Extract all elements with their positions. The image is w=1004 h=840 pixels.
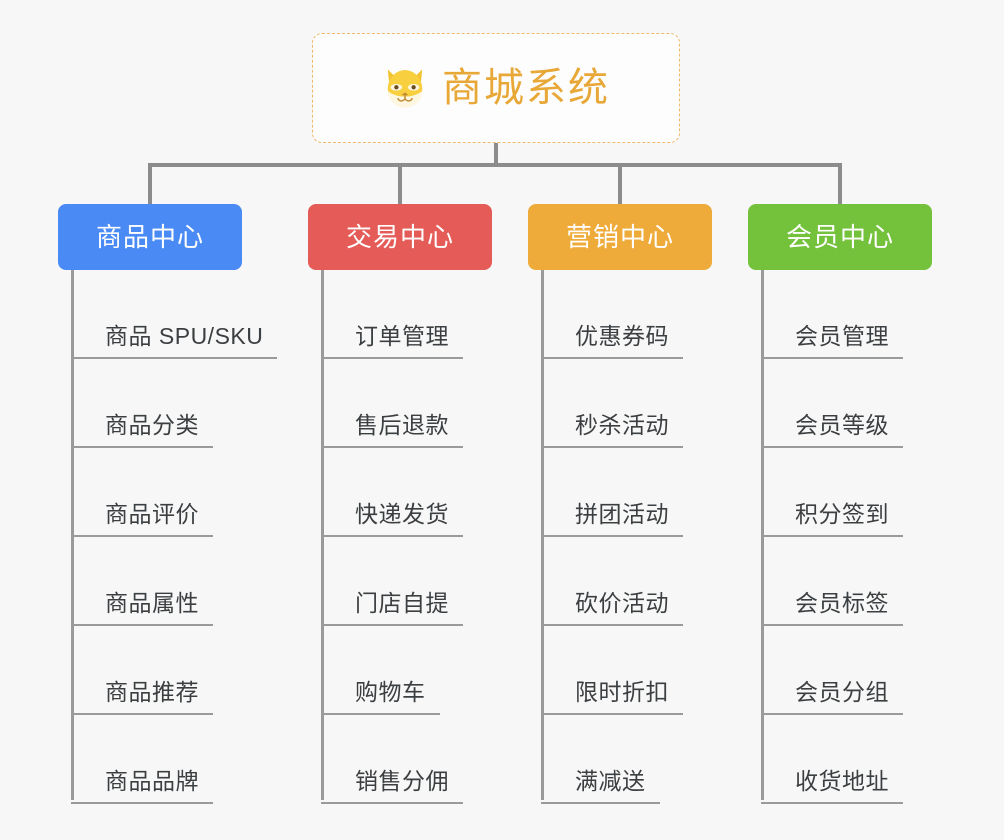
branch-items-2: 优惠券码 秒杀活动 拼团活动 砍价活动 限时折扣 满减送: [541, 270, 751, 804]
leaf-label: 商品品牌: [105, 768, 199, 795]
list-item[interactable]: 秒杀活动: [541, 359, 751, 448]
list-item[interactable]: 积分签到: [761, 448, 971, 537]
leaf-label: 商品属性: [105, 590, 199, 617]
branch-items-0: 商品 SPU/SKU 商品分类 商品评价 商品属性 商品推荐 商品品牌: [71, 270, 281, 804]
leaf-label: 会员分组: [795, 679, 889, 706]
leaf-label: 满减送: [575, 768, 646, 795]
list-item[interactable]: 会员分组: [761, 626, 971, 715]
branch-交易中心: 交易中心 订单管理 售后退款 快递发货 门店自提 购物车 销售分佣: [308, 204, 528, 804]
leaf-label: 砍价活动: [575, 590, 669, 617]
list-item[interactable]: 优惠券码: [541, 270, 751, 359]
branch-header-0[interactable]: 商品中心: [58, 204, 242, 270]
leaf-label: 收货地址: [795, 768, 889, 795]
leaf-label: 销售分佣: [355, 768, 449, 795]
branch-营销中心: 营销中心 优惠券码 秒杀活动 拼团活动 砍价活动 限时折扣 满减送: [528, 204, 748, 804]
list-item[interactable]: 商品分类: [71, 359, 281, 448]
branch-header-2[interactable]: 营销中心: [528, 204, 712, 270]
list-item[interactable]: 商品 SPU/SKU: [71, 270, 281, 359]
branch-商品中心: 商品中心 商品 SPU/SKU 商品分类 商品评价 商品属性 商品推荐 商品品牌: [58, 204, 278, 804]
leaf-label: 秒杀活动: [575, 412, 669, 439]
list-item[interactable]: 会员管理: [761, 270, 971, 359]
leaf-label: 商品推荐: [105, 679, 199, 706]
list-item[interactable]: 会员等级: [761, 359, 971, 448]
leaf-label: 会员管理: [795, 323, 889, 350]
leaf-label: 优惠券码: [575, 323, 669, 350]
leaf-label: 订单管理: [355, 323, 449, 350]
leaf-label: 门店自提: [355, 590, 449, 617]
leaf-label: 商品评价: [105, 501, 199, 528]
list-item[interactable]: 限时折扣: [541, 626, 751, 715]
leaf-label: 商品分类: [105, 412, 199, 439]
leaf-label: 售后退款: [355, 412, 449, 439]
root-node[interactable]: 商城系统: [312, 33, 680, 143]
list-item[interactable]: 商品推荐: [71, 626, 281, 715]
branch-header-1[interactable]: 交易中心: [308, 204, 492, 270]
list-item[interactable]: 订单管理: [321, 270, 531, 359]
list-item[interactable]: 门店自提: [321, 537, 531, 626]
root-title: 商城系统: [442, 66, 610, 110]
leaf-label: 会员标签: [795, 590, 889, 617]
leaf-label: 限时折扣: [575, 679, 669, 706]
list-item[interactable]: 砍价活动: [541, 537, 751, 626]
list-item[interactable]: 拼团活动: [541, 448, 751, 537]
branch-spine-3: [761, 270, 764, 800]
list-item[interactable]: 购物车: [321, 626, 531, 715]
branch-items-1: 订单管理 售后退款 快递发货 门店自提 购物车 销售分佣: [321, 270, 531, 804]
list-item[interactable]: 商品属性: [71, 537, 281, 626]
branch-spine-2: [541, 270, 544, 800]
leaf-label: 购物车: [355, 679, 426, 706]
branch-会员中心: 会员中心 会员管理 会员等级 积分签到 会员标签 会员分组 收货地址: [748, 204, 968, 804]
list-item[interactable]: 商品品牌: [71, 715, 281, 804]
branch-columns: 商品中心 商品 SPU/SKU 商品分类 商品评价 商品属性 商品推荐 商品品牌…: [0, 204, 1004, 824]
shiba-dog-face-icon: [387, 69, 423, 108]
list-item[interactable]: 快递发货: [321, 448, 531, 537]
list-item[interactable]: 会员标签: [761, 537, 971, 626]
leaf-label: 拼团活动: [575, 501, 669, 528]
list-item[interactable]: 商品评价: [71, 448, 281, 537]
branch-spine-1: [321, 270, 324, 800]
list-item[interactable]: 收货地址: [761, 715, 971, 804]
list-item[interactable]: 销售分佣: [321, 715, 531, 804]
leaf-label: 积分签到: [795, 501, 889, 528]
leaf-label: 快递发货: [355, 501, 449, 528]
branch-header-3[interactable]: 会员中心: [748, 204, 932, 270]
branch-spine-0: [71, 270, 74, 800]
list-item[interactable]: 售后退款: [321, 359, 531, 448]
list-item[interactable]: 满减送: [541, 715, 751, 804]
branch-items-3: 会员管理 会员等级 积分签到 会员标签 会员分组 收货地址: [761, 270, 971, 804]
leaf-label: 会员等级: [795, 412, 889, 439]
leaf-label: 商品 SPU/SKU: [105, 323, 264, 350]
